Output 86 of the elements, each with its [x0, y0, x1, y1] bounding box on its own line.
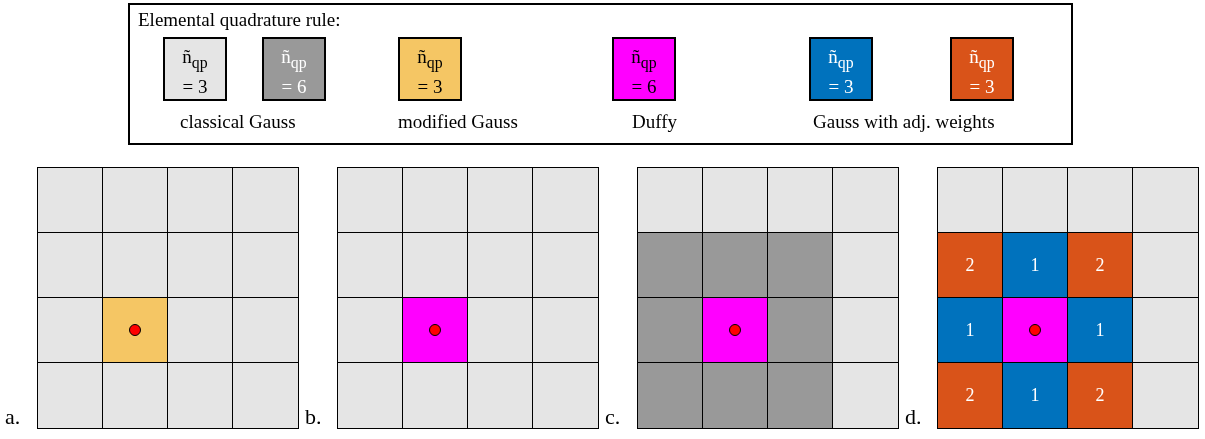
legend-caption: classical Gauss — [180, 111, 296, 133]
grid-cell: 2 — [1068, 233, 1133, 298]
grid-cell — [1003, 298, 1068, 363]
grid-cell — [703, 363, 768, 428]
grid-cell — [1003, 168, 1068, 233]
grid-panel — [937, 167, 1199, 429]
grid-cell — [38, 168, 103, 233]
grid-cell — [1068, 168, 1133, 233]
grid-cell: 1 — [938, 298, 1003, 363]
panel-label: a. — [5, 404, 21, 430]
grid-cell — [233, 363, 298, 428]
grid-cell — [833, 233, 898, 298]
grid-cell — [533, 298, 598, 363]
grid-cell — [103, 168, 168, 233]
grid-cell — [533, 363, 598, 428]
grid-cell — [1133, 168, 1198, 233]
grid-cell — [338, 363, 403, 428]
grid-cell: 2 — [938, 233, 1003, 298]
grid-cell — [403, 233, 468, 298]
grid-cell — [168, 233, 233, 298]
grid-cell — [468, 168, 533, 233]
panel-label: d. — [905, 404, 922, 430]
grid-cell — [638, 168, 703, 233]
grid-cell: 2 — [1068, 363, 1133, 428]
point-marker — [429, 324, 441, 336]
point-marker — [129, 324, 141, 336]
grid-cell — [1133, 363, 1198, 428]
grid-cell — [403, 298, 468, 363]
grid-cell — [468, 298, 533, 363]
legend-title: Elemental quadrature rule: — [138, 9, 341, 31]
grid-cell — [703, 298, 768, 363]
grid-cell — [468, 233, 533, 298]
legend-caption: Gauss with adj. weights — [813, 111, 995, 133]
grid-cell — [938, 168, 1003, 233]
grid-cell — [338, 233, 403, 298]
grid-cell — [703, 168, 768, 233]
grid-cell — [338, 298, 403, 363]
grid-cell — [533, 168, 598, 233]
grid-cell — [768, 168, 833, 233]
grid-cell — [38, 233, 103, 298]
quadrature-swatch: ñ$_{qp}$ = 6 — [262, 37, 326, 101]
grid-cell — [1133, 233, 1198, 298]
point-marker — [1029, 324, 1041, 336]
grid-cell — [638, 298, 703, 363]
grid-cell — [168, 168, 233, 233]
grid-cell: 1 — [1003, 363, 1068, 428]
grid-cell — [168, 298, 233, 363]
grid-cell — [768, 298, 833, 363]
grid-cell: 1 — [1003, 233, 1068, 298]
quadrature-swatch: ñ$_{qp}$ = 6 — [612, 37, 676, 101]
grid-cell: 2 — [938, 363, 1003, 428]
legend-caption: Duffy — [632, 111, 678, 133]
grid-cell — [533, 233, 598, 298]
grid-cell — [168, 363, 233, 428]
grid-cell — [103, 363, 168, 428]
grid-cell — [38, 363, 103, 428]
grid-cell — [403, 363, 468, 428]
grid-cell — [103, 298, 168, 363]
grid-cell — [338, 168, 403, 233]
panel-label: b. — [305, 404, 322, 430]
grid-cell — [638, 363, 703, 428]
grid-cell — [233, 168, 298, 233]
point-marker — [729, 324, 741, 336]
grid-cell — [768, 363, 833, 428]
grid-cell — [103, 233, 168, 298]
grid-cell — [38, 298, 103, 363]
grid-cell — [468, 363, 533, 428]
grid-cell — [833, 298, 898, 363]
grid-cell — [233, 233, 298, 298]
quadrature-swatch: ñ$_{qp}$ = 3 — [950, 37, 1014, 101]
grid-cell — [703, 233, 768, 298]
panel-label: c. — [605, 404, 621, 430]
grid-cell — [833, 168, 898, 233]
legend-box — [128, 3, 1073, 145]
grid-cell — [403, 168, 468, 233]
grid-cell — [233, 298, 298, 363]
legend-caption: modified Gauss — [398, 111, 518, 133]
grid-cell — [768, 233, 833, 298]
grid-panel — [637, 167, 899, 429]
grid-cell — [833, 363, 898, 428]
grid-cell: 1 — [1068, 298, 1133, 363]
grid-cell — [638, 233, 703, 298]
grid-panel — [337, 167, 599, 429]
grid-cell — [1133, 298, 1198, 363]
quadrature-swatch: ñ$_{qp}$ = 3 — [809, 37, 873, 101]
grid-panel — [37, 167, 299, 429]
